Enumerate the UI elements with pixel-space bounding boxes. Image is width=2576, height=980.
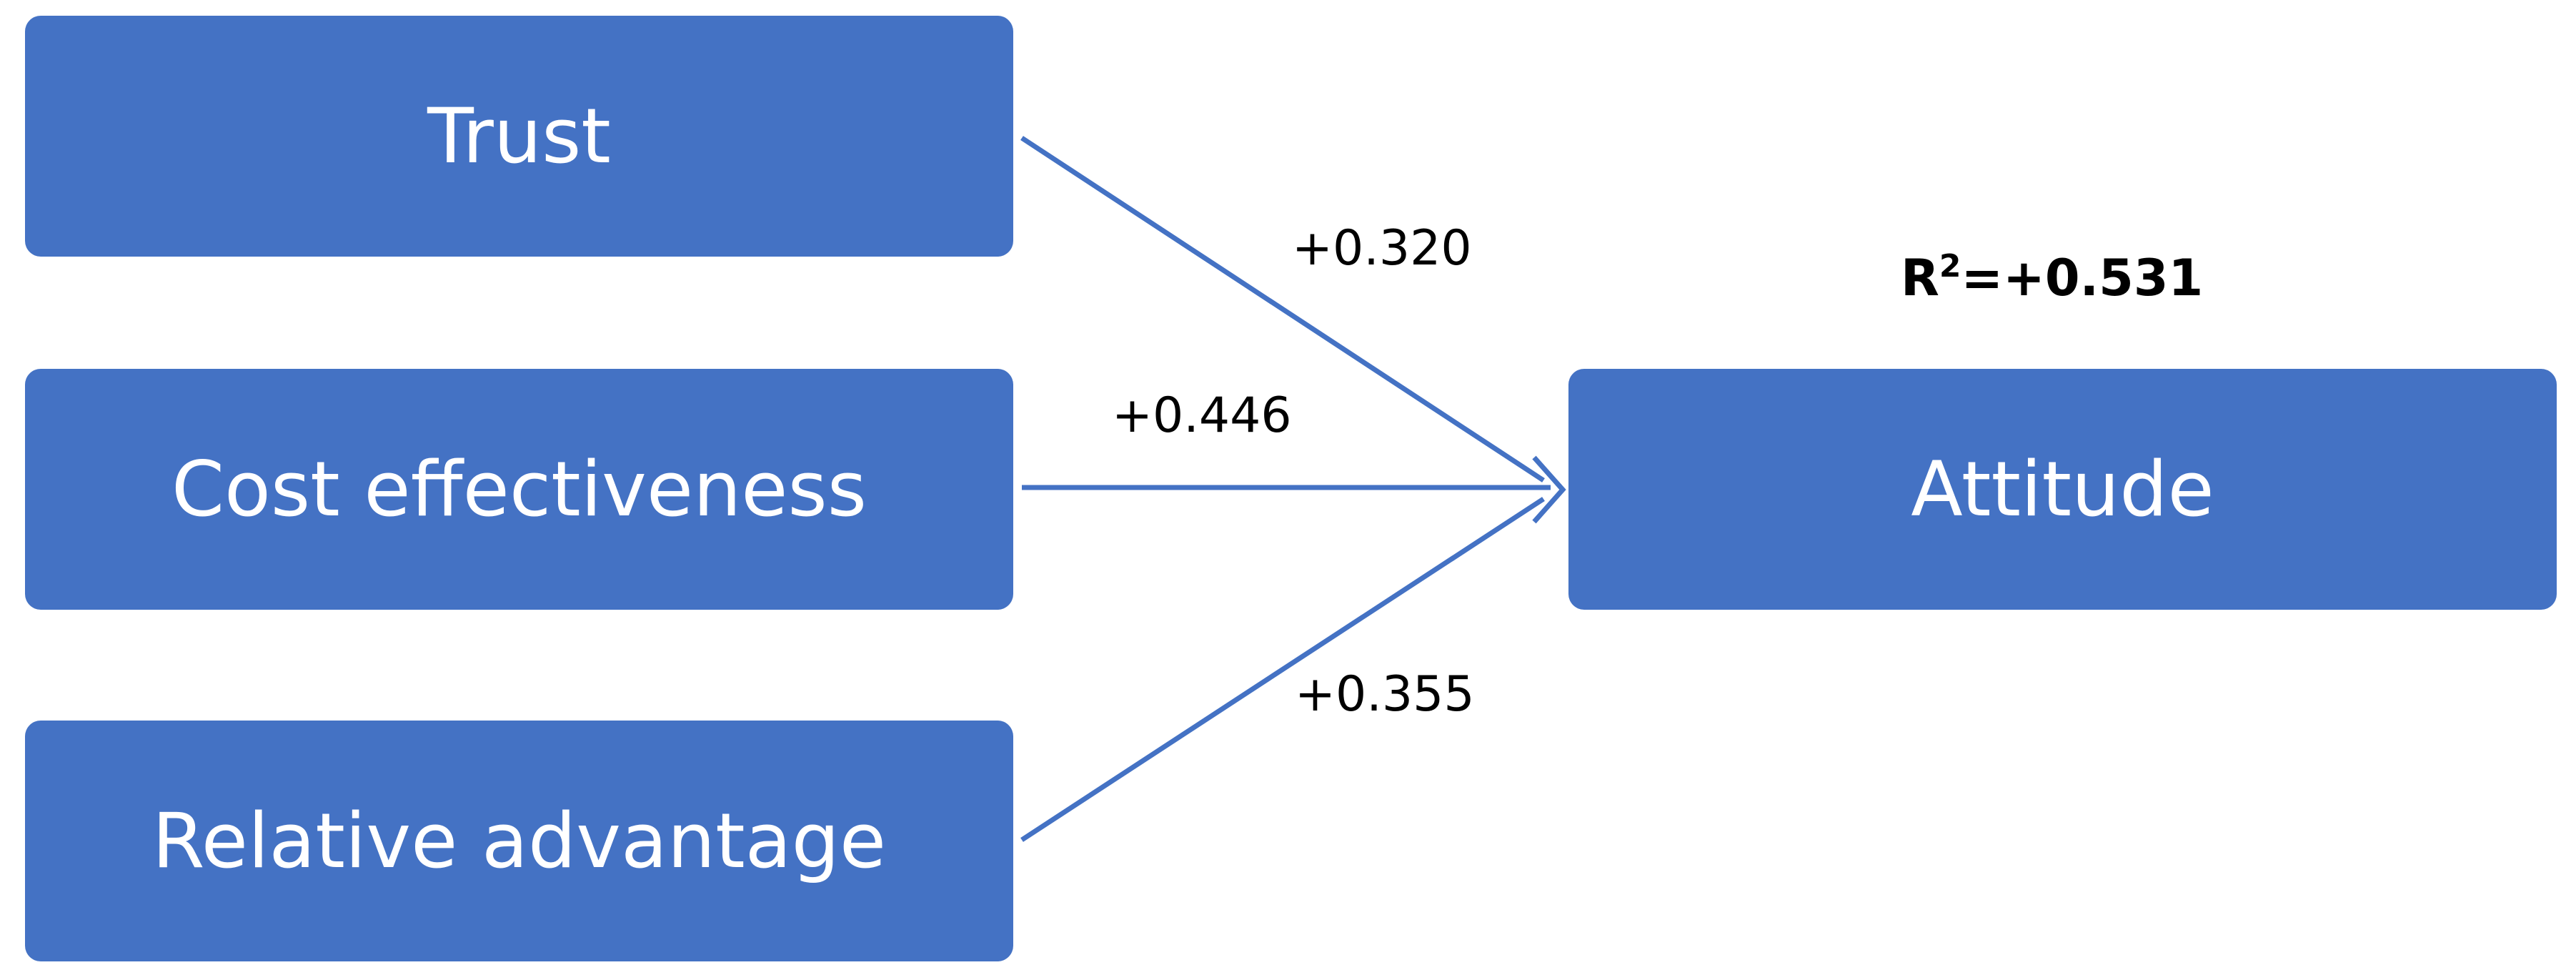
coefficient-trust: +0.320 <box>1292 220 1472 277</box>
node-trust: Trust <box>25 16 1013 257</box>
node-relative-advantage: Relative advantage <box>25 721 1013 961</box>
r-squared-value: =+0.531 <box>1961 249 2204 307</box>
coefficient-cost-effectiveness: +0.446 <box>1112 387 1292 444</box>
r-squared-prefix: R <box>1901 249 1939 307</box>
node-trust-label: Trust <box>427 92 611 180</box>
r-squared-superscript: 2 <box>1939 248 1961 284</box>
node-attitude: Attitude <box>1568 369 2557 610</box>
coefficient-relative-advantage: +0.355 <box>1295 666 1475 723</box>
arrowhead-icon <box>1532 455 1566 524</box>
edge-relative-attitude <box>1020 497 1545 842</box>
node-attitude-label: Attitude <box>1911 445 2214 533</box>
node-relative-advantage-label: Relative advantage <box>151 797 887 885</box>
edge-trust-attitude <box>1020 136 1545 482</box>
r-squared-label: R2=+0.531 <box>1901 249 2203 307</box>
node-cost-effectiveness-label: Cost effectiveness <box>171 445 867 533</box>
node-cost-effectiveness: Cost effectiveness <box>25 369 1013 610</box>
